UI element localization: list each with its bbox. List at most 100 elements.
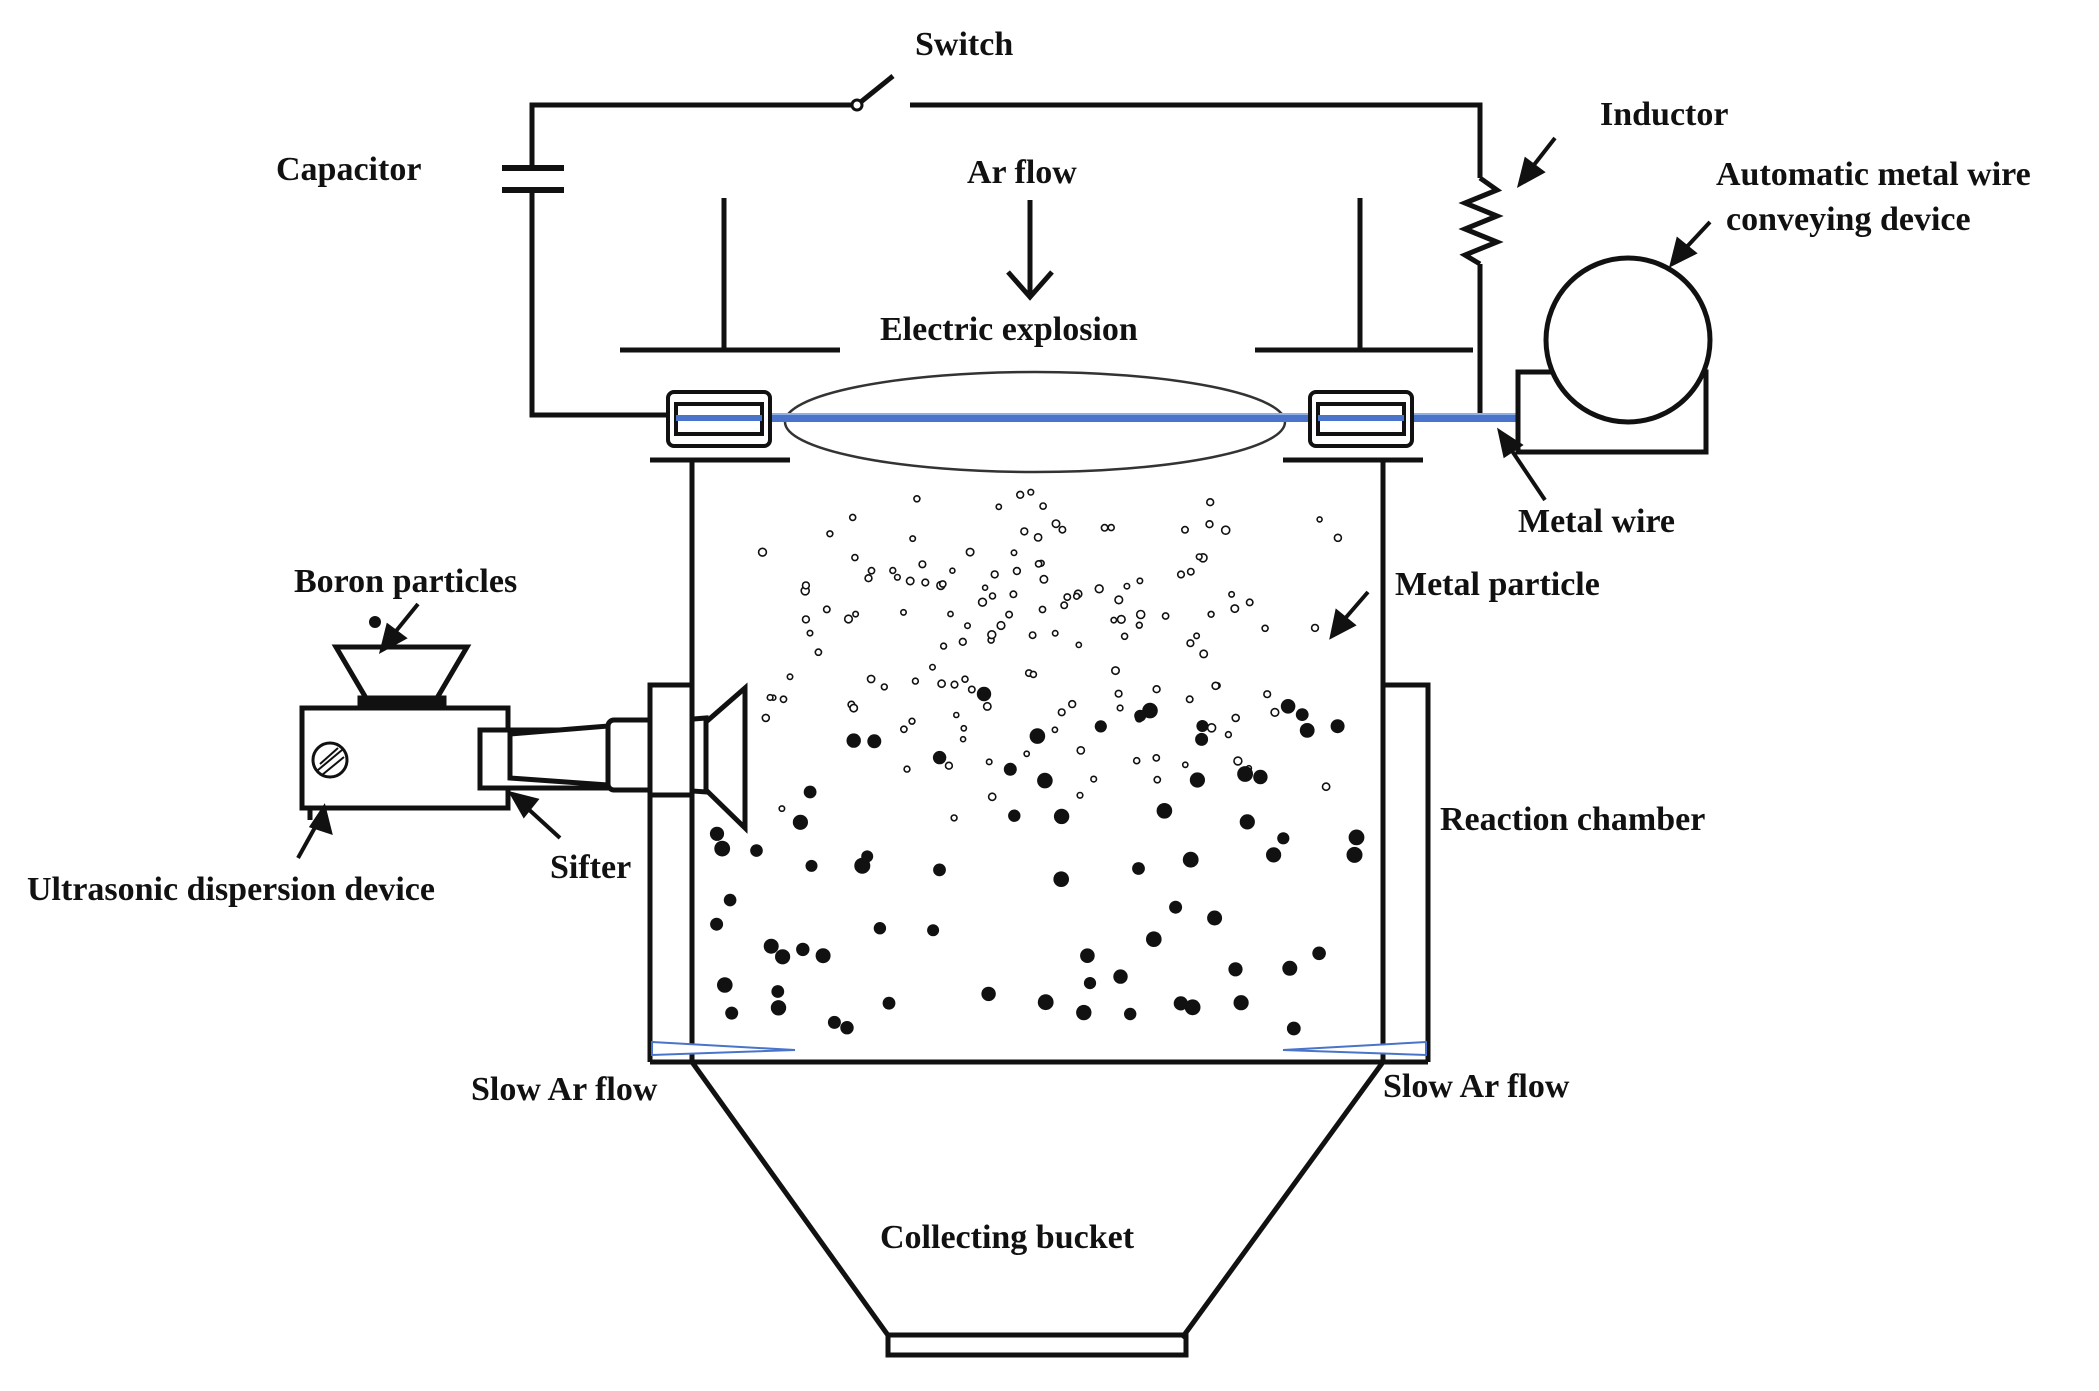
boron-arrow-head — [378, 622, 408, 654]
hollow-particle — [988, 592, 997, 600]
hollow-particle — [843, 614, 854, 624]
hollow-particle — [1090, 775, 1098, 783]
solid-particle — [1277, 832, 1290, 845]
solid-particle — [803, 785, 817, 799]
hollow-particle — [867, 566, 876, 575]
hollow-particle — [1263, 690, 1272, 699]
solid-particle — [1134, 709, 1147, 722]
solid-particle — [796, 942, 810, 957]
hollow-particle — [918, 560, 927, 569]
hollow-particle — [1132, 756, 1141, 765]
solid-particle — [873, 922, 887, 935]
label-capacitor: Capacitor — [276, 151, 421, 188]
solid-particle — [709, 826, 725, 841]
solid-particle — [1029, 728, 1046, 744]
hollow-particle — [1005, 610, 1014, 619]
hollow-particle — [1116, 614, 1126, 625]
solid-particle — [1076, 1004, 1092, 1021]
hollow-particle — [801, 581, 811, 590]
hollow-particle — [911, 677, 920, 685]
solid-particle — [846, 733, 861, 748]
hollow-particle — [757, 547, 768, 557]
hollow-particle — [1100, 523, 1109, 532]
hollow-particle — [1186, 567, 1195, 576]
solid-particle — [1146, 931, 1162, 947]
hollow-particle — [903, 765, 911, 773]
hollow-particle — [938, 580, 947, 588]
hollow-particle — [822, 605, 831, 614]
solid-particle — [1312, 946, 1326, 961]
circuit-wire-left-down — [529, 190, 676, 418]
hollow-particle — [1023, 750, 1031, 758]
label-metal-wire: Metal wire — [1518, 503, 1675, 540]
bucket-right-side — [1179, 1060, 1386, 1340]
hollow-particle — [987, 629, 997, 640]
wire-conveying-device — [1515, 255, 1713, 455]
solid-particle — [1142, 702, 1158, 719]
hollow-particle — [1181, 525, 1190, 534]
solid-particle — [1182, 851, 1199, 868]
hollow-particle — [1039, 574, 1049, 584]
port-collar — [647, 682, 695, 798]
solid-particle — [1295, 708, 1309, 721]
hollow-particle — [1233, 756, 1243, 766]
hollow-particle — [937, 679, 946, 689]
hollow-particle — [982, 701, 992, 711]
hollow-particle — [1205, 498, 1215, 507]
annotation-arrows — [296, 136, 1712, 859]
hollow-particle — [1224, 730, 1233, 739]
hollow-particle — [1123, 582, 1131, 590]
hollow-particle — [965, 547, 975, 557]
circuit — [502, 74, 1504, 418]
hollow-particle — [766, 693, 774, 702]
hollow-particle — [779, 695, 788, 704]
hollow-particle — [1186, 639, 1195, 648]
hollow-particle — [1063, 593, 1072, 602]
solid-particle — [827, 1015, 841, 1029]
hopper — [331, 644, 472, 701]
hollow-particle — [1135, 621, 1144, 629]
hollow-particle — [1176, 570, 1186, 579]
solid-particle — [792, 814, 809, 830]
hollow-particle — [806, 629, 814, 637]
label-automatic-line2: conveying device — [1726, 201, 1971, 238]
conveying-device-spool — [1543, 255, 1713, 425]
solid-particle — [1169, 900, 1183, 914]
solid-particle — [861, 850, 874, 863]
hollow-particle — [852, 610, 860, 618]
hollow-particle — [1199, 649, 1209, 659]
hollow-particle — [1185, 695, 1194, 704]
solid-particle — [933, 863, 946, 877]
hollow-particle — [950, 680, 959, 689]
hollow-particle — [952, 711, 960, 719]
hollow-particle — [1152, 754, 1161, 762]
solid-particle — [1037, 772, 1053, 789]
hollow-particle — [814, 648, 823, 657]
outer-right-wall — [1383, 682, 1431, 1062]
hollow-particle — [1114, 689, 1123, 698]
solid-particle — [1094, 720, 1107, 733]
hollow-particle — [1076, 791, 1084, 799]
hollow-particle — [1135, 609, 1146, 620]
hollow-particle — [1152, 684, 1161, 694]
hollow-particle — [996, 620, 1006, 631]
label-sifter: Sifter — [550, 849, 631, 886]
hollow-particle — [1195, 553, 1203, 561]
hollow-particle — [1114, 595, 1124, 605]
hollow-particle — [1110, 616, 1118, 624]
solid-particle — [1266, 847, 1282, 863]
hollow-particle — [905, 576, 915, 586]
hollow-particle — [1072, 592, 1081, 600]
hollow-particle — [1039, 502, 1047, 510]
label-ar-flow: Ar flow — [967, 154, 1077, 191]
solid-particle — [1228, 962, 1243, 977]
label-boron-particles: Boron particles — [294, 563, 517, 600]
hollow-particle — [1136, 577, 1144, 585]
hollow-particle — [1228, 590, 1236, 598]
label-metal-particle: Metal particle — [1395, 566, 1600, 603]
hollow-particle — [1027, 488, 1035, 496]
metal-wire-arrow-head — [1497, 427, 1524, 459]
hollow-particle — [1111, 666, 1121, 676]
hollow-particle — [987, 792, 997, 802]
